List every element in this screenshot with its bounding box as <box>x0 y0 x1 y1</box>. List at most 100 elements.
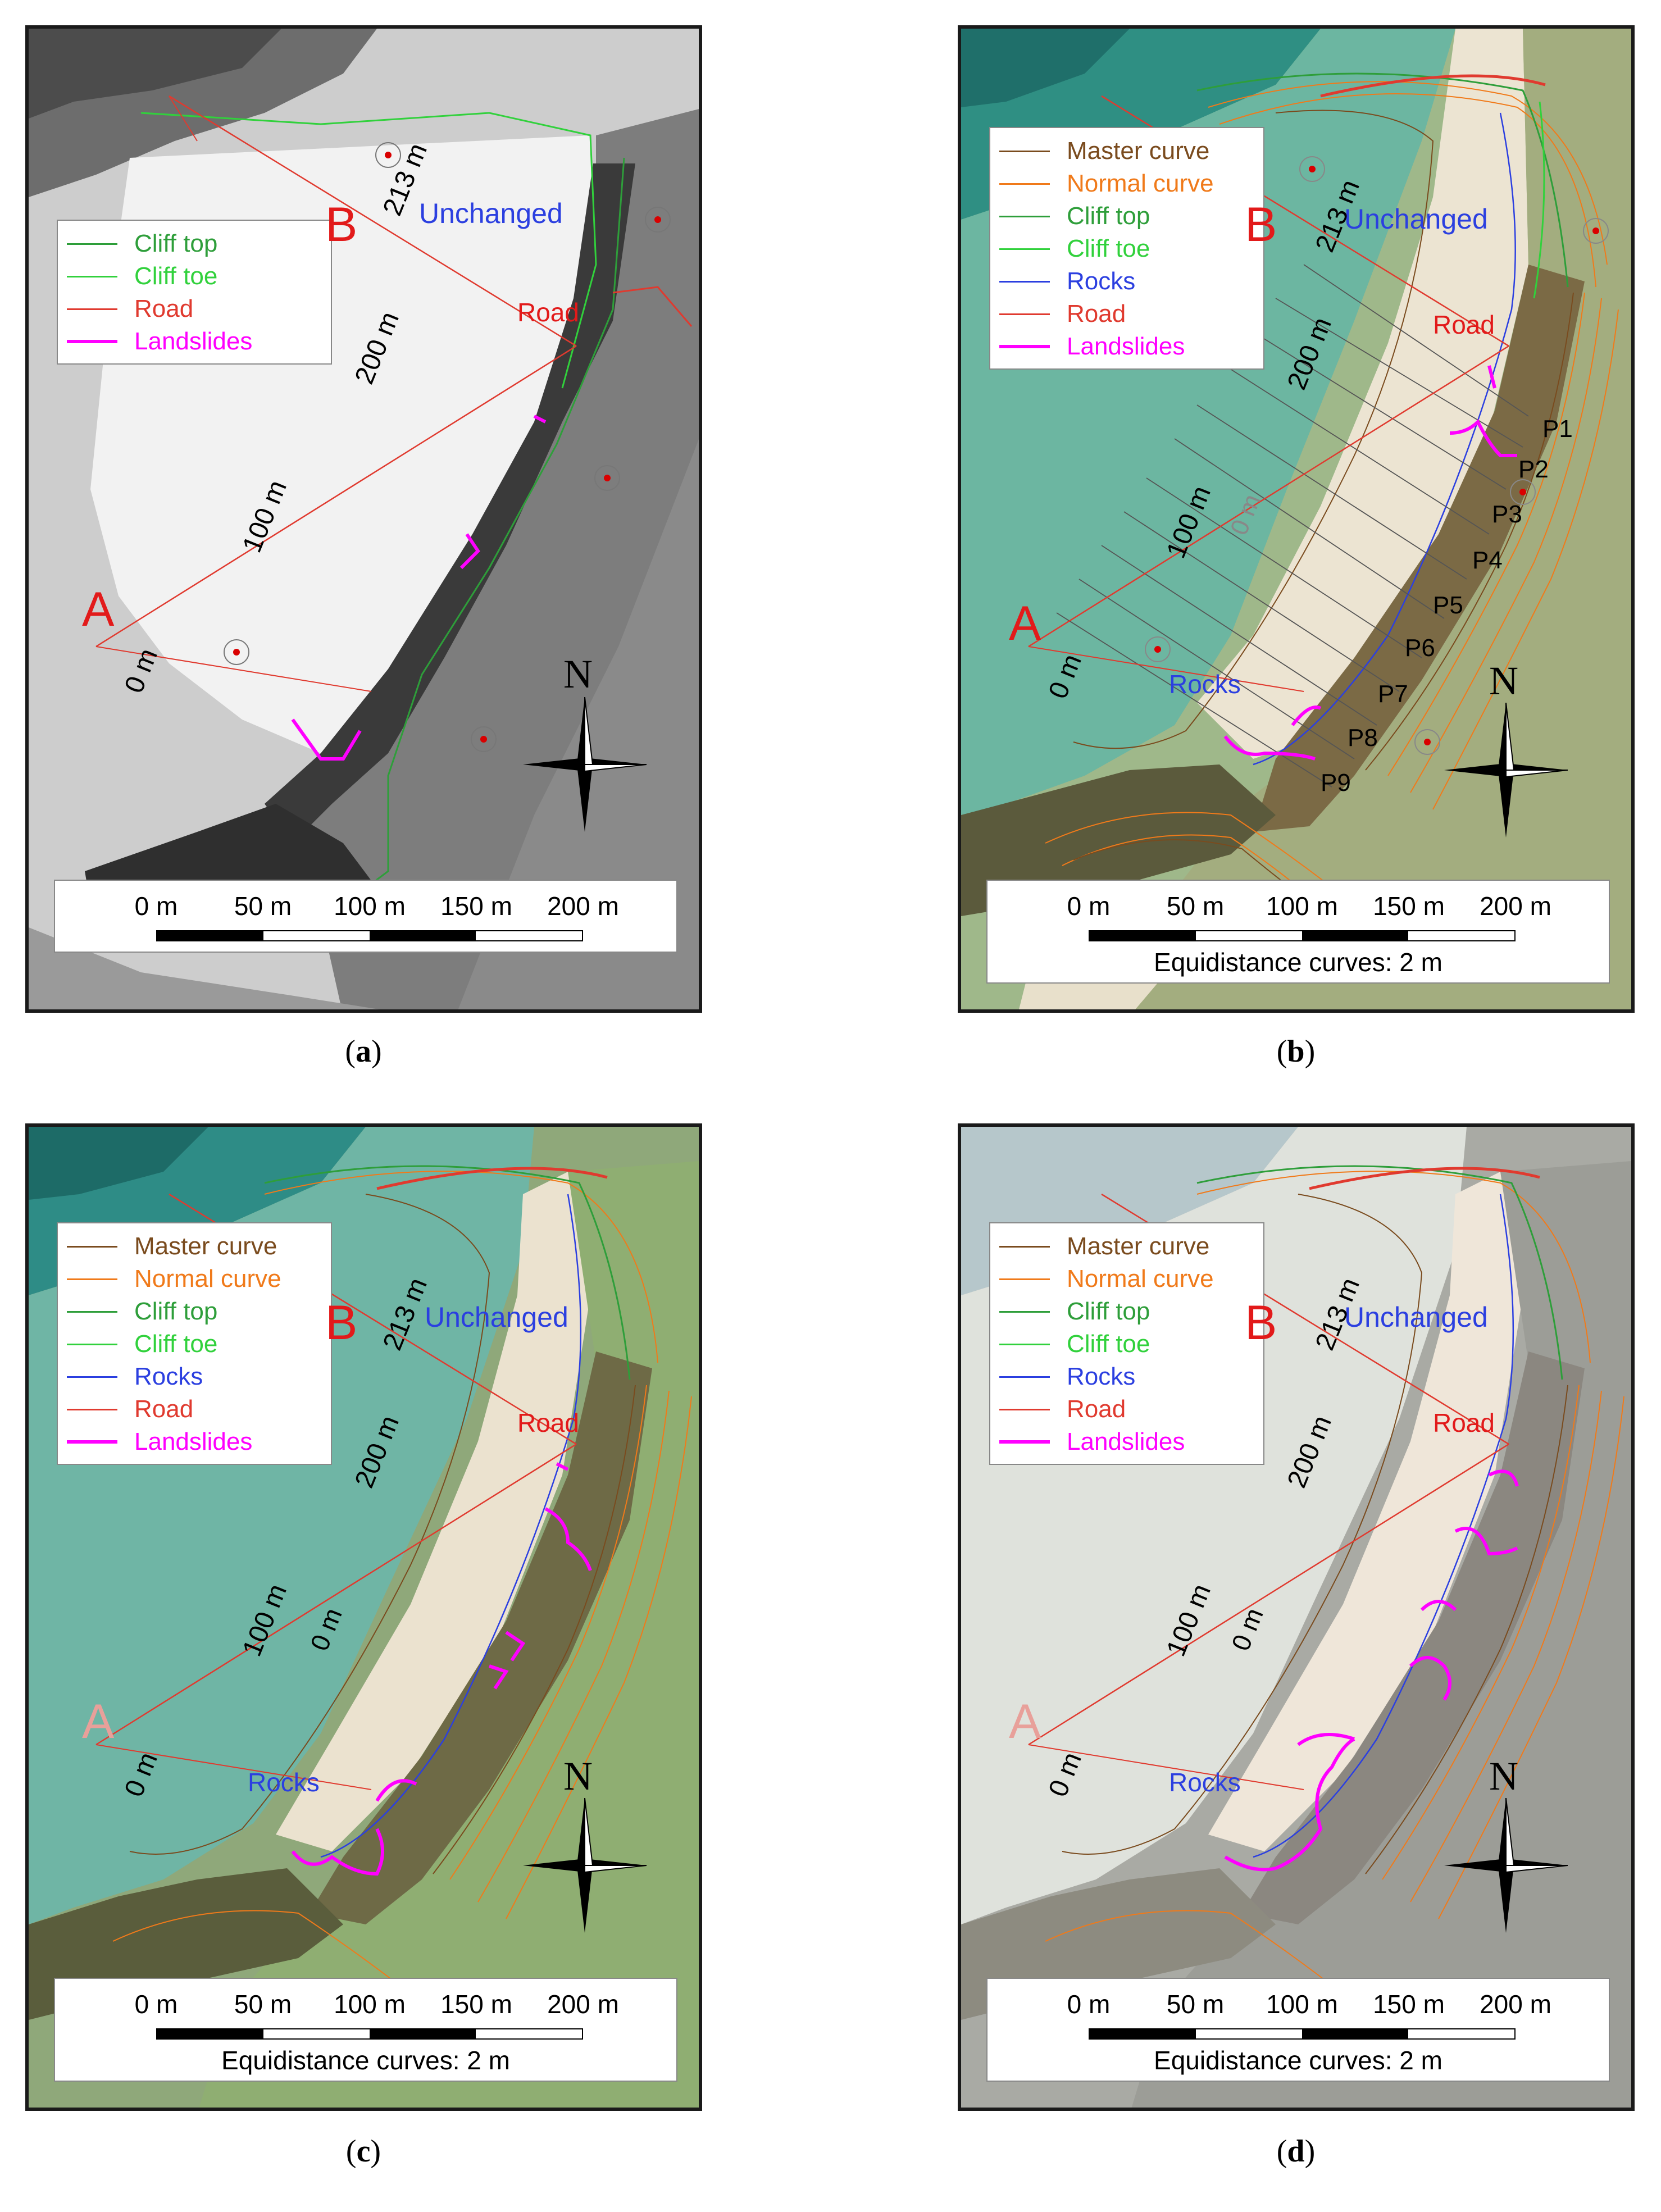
scale-tick-label: 200 m <box>1480 1990 1551 2019</box>
point-label-a: A <box>82 582 115 636</box>
legend-item: Cliff top <box>67 1295 322 1328</box>
caption-b: (b) <box>1276 1034 1316 1069</box>
scale-tick-label: 100 m <box>334 1990 406 2019</box>
legend-item: Master curve <box>67 1230 322 1263</box>
legend-swatch <box>999 183 1050 185</box>
north-arrow-icon <box>1444 1798 1568 1933</box>
scale-tick-label: 100 m <box>1266 1990 1338 2019</box>
scale-tick-label: 200 m <box>547 1990 619 2019</box>
legend-item: Cliff top <box>999 1295 1254 1328</box>
legend-item: Road <box>67 293 322 325</box>
road-label: Road <box>1433 310 1495 339</box>
legend-swatch <box>999 1245 1050 1248</box>
legend-swatch <box>67 1408 117 1410</box>
legend-item: Road <box>999 298 1254 330</box>
legend-item: Rocks <box>999 265 1254 298</box>
legend-item: Landslides <box>999 1426 1254 1458</box>
scale-bar <box>156 930 583 941</box>
legend-item: Normal curve <box>999 1263 1254 1295</box>
point-label-b: B <box>1245 198 1277 252</box>
legend-item: Master curve <box>999 1230 1254 1263</box>
legend-label: Landslides <box>1067 1428 1185 1455</box>
profile-label-p1: P1 <box>1542 415 1573 443</box>
scale-segment <box>157 931 263 940</box>
legend-swatch <box>67 1278 117 1280</box>
profile-label-p2: P2 <box>1518 456 1549 483</box>
rocks-label: Rocks <box>1169 1768 1241 1797</box>
contour-interval-note: Equidistance curves: 2 m <box>1154 948 1442 977</box>
point-label-b: B <box>325 198 358 252</box>
scale-tick-label: 150 m <box>1373 891 1445 921</box>
scale-segment <box>1302 2029 1408 2038</box>
profile-label-p8: P8 <box>1348 724 1378 752</box>
legend-label: Road <box>134 1395 194 1423</box>
legend-item: Rocks <box>999 1360 1254 1393</box>
legend-swatch <box>67 1343 117 1345</box>
scale-segment <box>370 931 476 940</box>
legend-swatch <box>999 313 1050 315</box>
scale-tick-label: 100 m <box>1266 891 1338 921</box>
caption-c: (c) <box>345 2134 381 2169</box>
scale-segment <box>1408 2029 1514 2038</box>
legend-label: Master curve <box>1067 1232 1210 1260</box>
road-label: Road <box>517 1408 579 1437</box>
legend-item: Cliff toe <box>67 260 322 293</box>
legend-label: Landslides <box>134 1428 253 1455</box>
legend-label: Rocks <box>134 1363 203 1390</box>
scale-tick-label: 100 m <box>334 891 406 921</box>
legend-swatch <box>999 1343 1050 1345</box>
legend-item: Road <box>67 1393 322 1426</box>
scale-bar <box>1089 930 1516 941</box>
legend-item: Cliff toe <box>67 1328 322 1360</box>
legend-item: Normal curve <box>67 1263 322 1295</box>
legend-item: Normal curve <box>999 167 1254 200</box>
scale-segment <box>157 2029 263 2038</box>
legend-swatch <box>67 1310 117 1313</box>
legend-label: Cliff toe <box>134 262 218 290</box>
north-arrow-icon <box>523 697 647 832</box>
unchanged-label: Unchanged <box>419 198 563 229</box>
north-label: N <box>1489 1754 1518 1799</box>
scale-tick-label: 0 m <box>134 891 178 921</box>
profile-label-p9: P9 <box>1321 769 1351 796</box>
legend-swatch <box>999 1376 1050 1378</box>
legend-swatch <box>67 1440 117 1444</box>
scale-segment <box>1196 2029 1302 2038</box>
north-arrow-icon <box>523 1798 647 1933</box>
legend-item: Cliff toe <box>999 233 1254 265</box>
scale-segment <box>1408 931 1514 940</box>
scale-tick-label: 150 m <box>440 1990 512 2019</box>
road-label: Road <box>1433 1408 1495 1437</box>
legend-label: Normal curve <box>1067 1265 1214 1292</box>
profile-label-p6: P6 <box>1405 634 1435 662</box>
legend-item: Road <box>999 1393 1254 1426</box>
unchanged-label: Unchanged <box>1344 1301 1488 1333</box>
scale-segment <box>1090 931 1196 940</box>
scale-tick-label: 150 m <box>440 891 512 921</box>
legend-label: Road <box>134 295 194 322</box>
legend-label: Road <box>1067 1395 1126 1423</box>
road-label: Road <box>517 298 579 327</box>
point-label-a: A <box>82 1695 115 1749</box>
scale-segment <box>370 2029 476 2038</box>
legend-swatch <box>999 215 1050 217</box>
scale-segment <box>476 2029 582 2038</box>
legend-swatch <box>67 308 117 310</box>
legend-label: Cliff toe <box>1067 235 1150 262</box>
legend-label: Rocks <box>1067 267 1136 295</box>
legend-item: Cliff top <box>999 200 1254 233</box>
legend-item: Cliff top <box>67 227 322 260</box>
scale-bar <box>156 2028 583 2040</box>
legend-swatch <box>999 345 1050 348</box>
scale-segment <box>476 931 582 940</box>
legend-item: Rocks <box>67 1360 322 1393</box>
